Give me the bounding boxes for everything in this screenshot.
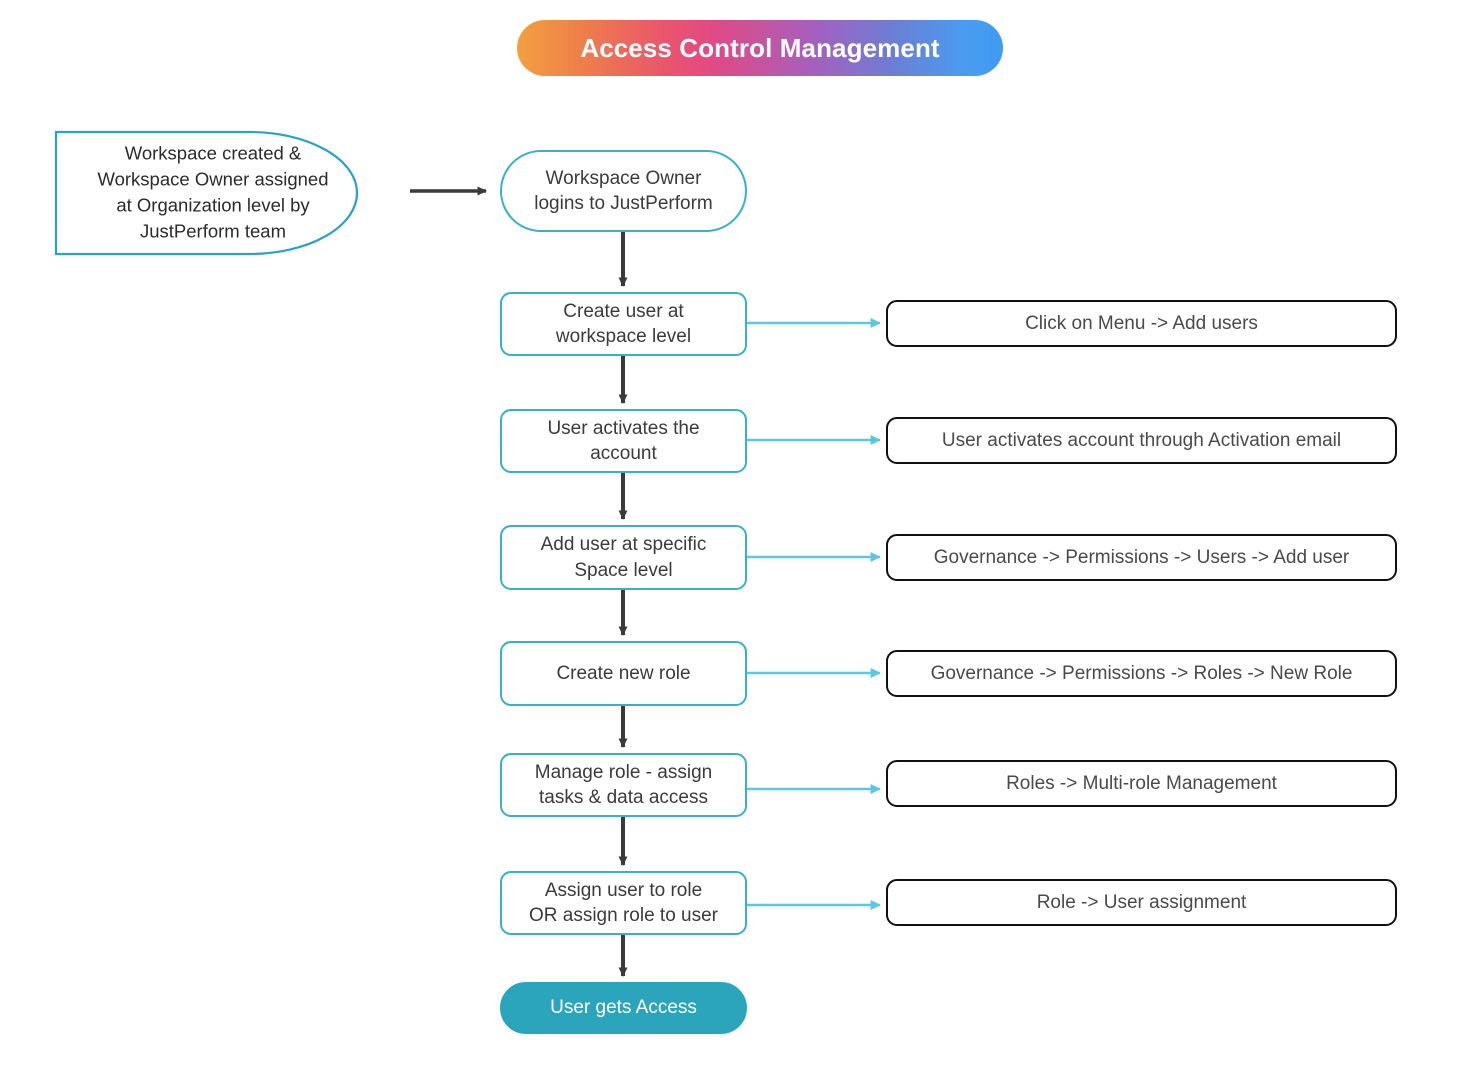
- note-box-manage-role[interactable]: Roles -> Multi-role Management: [886, 760, 1397, 807]
- flow-node-create-user[interactable]: Create user at workspace level: [500, 292, 747, 356]
- start-node-shape: [54, 130, 359, 256]
- note-box-activate[interactable]: User activates account through Activatio…: [886, 417, 1397, 464]
- start-node-label: Workspace created & Workspace Owner assi…: [97, 141, 329, 242]
- flow-node-create-role[interactable]: Create new role: [500, 641, 747, 706]
- flow-node-assign[interactable]: Assign user to role OR assign role to us…: [500, 871, 747, 935]
- flow-node-access[interactable]: User gets Access: [500, 982, 747, 1034]
- flow-node-add-space[interactable]: Add user at specific Space level: [500, 525, 747, 590]
- flow-node-activate[interactable]: User activates the account: [500, 409, 747, 473]
- start-node: Workspace created & Workspace Owner assi…: [55, 131, 410, 254]
- note-box-add-space[interactable]: Governance -> Permissions -> Users -> Ad…: [886, 534, 1397, 581]
- note-box-create-user[interactable]: Click on Menu -> Add users: [886, 300, 1397, 347]
- note-box-create-role[interactable]: Governance -> Permissions -> Roles -> Ne…: [886, 650, 1397, 697]
- flow-node-manage-role[interactable]: Manage role - assign tasks & data access: [500, 753, 747, 817]
- page-title: Access Control Management: [517, 20, 1003, 76]
- note-box-assign[interactable]: Role -> User assignment: [886, 879, 1397, 926]
- flow-node-login[interactable]: Workspace Owner logins to JustPerform: [500, 150, 747, 232]
